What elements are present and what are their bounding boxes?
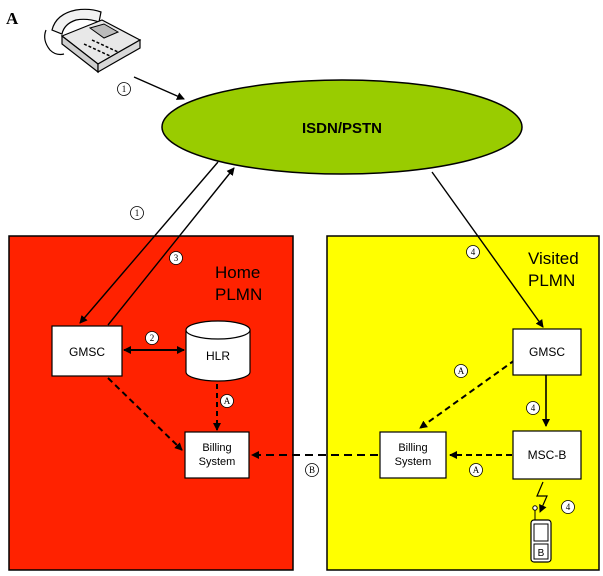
home-gmsc-node[interactable] [51, 325, 123, 377]
radio-link-msc-to-mobile [536, 481, 548, 513]
hlr-node[interactable] [185, 320, 251, 382]
home-gmsc-label: GMSC [69, 345, 105, 359]
svg-text:A: A [458, 366, 465, 376]
hlr-label: HLR [206, 349, 230, 363]
msc-b-label: MSC-B [528, 448, 567, 462]
step-marker-gmsc-to-cloud: 3 [169, 251, 183, 265]
visited-plmn-region [326, 235, 600, 571]
dashed-gmsc-to-billing [107, 377, 183, 451]
visited-gmsc-node[interactable] [512, 328, 582, 376]
mobile-phone-icon[interactable] [530, 505, 552, 563]
svg-text:4: 4 [471, 247, 476, 257]
svg-text:2: 2 [150, 333, 155, 343]
visited-plmn-title: Visited [528, 249, 579, 268]
visited-plmn-title-2: PLMN [528, 271, 575, 290]
isdn-pstn-cloud [161, 79, 523, 175]
step-marker-hlr-billing: A [220, 394, 234, 408]
arrow-cloud-to-gmsc [79, 161, 219, 324]
home-plmn-title-2: PLMN [215, 285, 262, 304]
step-marker-phone-to-cloud: 1 [117, 82, 131, 96]
svg-text:B: B [309, 465, 315, 475]
visited-billing-label-2: System [395, 456, 432, 468]
telephone-icon [44, 8, 142, 74]
arrow-cloud-to-visited-gmsc [431, 171, 544, 328]
step-marker-vgmsc-billing: A [454, 364, 468, 378]
home-plmn-region [8, 235, 294, 571]
cloud-label: ISDN/PSTN [302, 120, 382, 137]
home-billing-node[interactable] [184, 431, 250, 479]
home-billing-label-2: System [199, 456, 236, 468]
msc-b-node[interactable] [512, 430, 582, 480]
svg-text:1: 1 [122, 84, 127, 94]
arrow-gmsc-to-cloud [107, 167, 235, 326]
figure-label: A [6, 9, 19, 28]
svg-text:A: A [473, 465, 480, 475]
visited-gmsc-label: GMSC [529, 345, 565, 359]
svg-text:1: 1 [135, 208, 140, 218]
step-marker-msc-to-mobile: 4 [561, 500, 575, 514]
mobile-label: B [538, 548, 545, 559]
visited-billing-node[interactable] [379, 431, 447, 479]
step-marker-gmsc-to-msc: 4 [526, 401, 540, 415]
svg-text:3: 3 [174, 253, 179, 263]
visited-billing-label-1: Billing [398, 442, 427, 454]
home-plmn-title: Home [215, 263, 260, 282]
svg-text:4: 4 [531, 403, 536, 413]
home-billing-label-1: Billing [202, 442, 231, 454]
svg-text:4: 4 [566, 502, 571, 512]
arrow-phone-to-cloud [133, 76, 185, 100]
svg-text:A: A [224, 396, 231, 406]
step-marker-cloud-to-visited: 4 [466, 245, 480, 259]
step-marker-msc-billing: A [469, 463, 483, 477]
step-marker-gmsc-hlr: 2 [145, 331, 159, 345]
step-marker-cloud-to-gmsc: 1 [130, 206, 144, 220]
step-marker-inter-billing: B [305, 463, 319, 477]
